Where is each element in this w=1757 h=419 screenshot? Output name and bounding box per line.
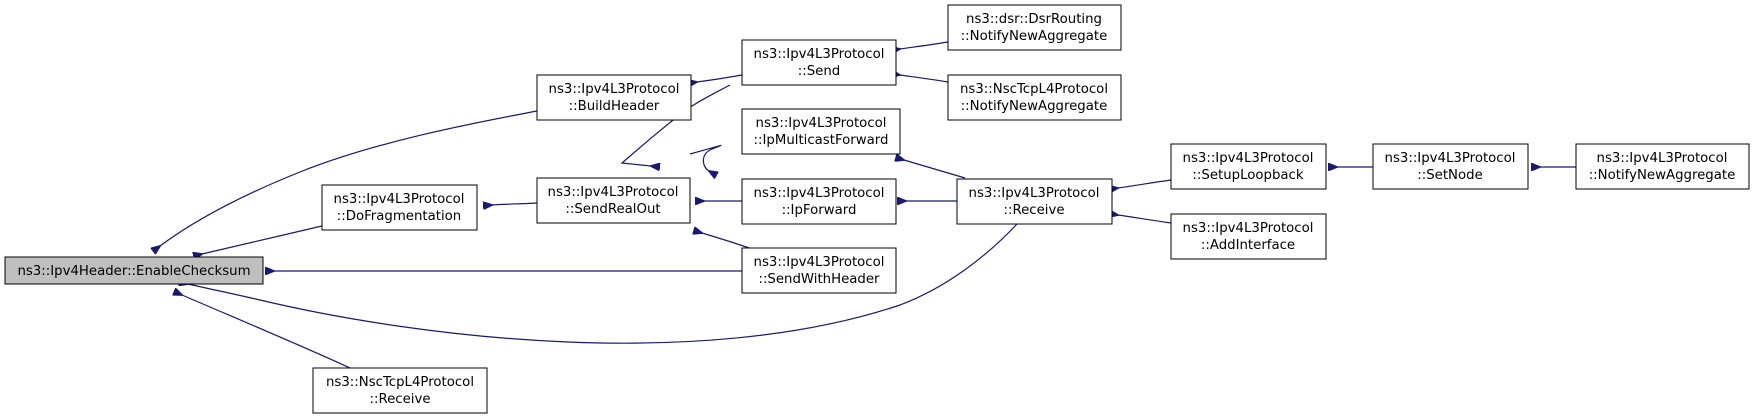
node-build-header[interactable]: ns3::Ipv4L3Protocol ::BuildHeader	[536, 74, 692, 121]
node-send-real-out-line-2: ::SendRealOut	[565, 202, 660, 217]
edge-send-build_header	[697, 74, 743, 82]
node-set-node-line-1: ns3::Ipv4L3Protocol	[1385, 151, 1516, 166]
node-send-line-2: ::Send	[798, 64, 840, 79]
node-nsc-notify-line-1: ns3::NscTcpL4Protocol	[960, 82, 1108, 97]
node-enable-checksum[interactable]: ns3::Ipv4Header::EnableChecksum	[4, 256, 264, 285]
edge-receive-enable_checksum	[188, 223, 1018, 344]
node-nsc-notify[interactable]: ns3::NscTcpL4Protocol ::NotifyNewAggrega…	[947, 74, 1122, 121]
node-dsr-notify[interactable]: ns3::dsr::DsrRouting ::NotifyNewAggregat…	[947, 4, 1122, 51]
edge-nsc_receive-enable_checksum	[182, 295, 351, 369]
node-send[interactable]: ns3::Ipv4L3Protocol ::Send	[741, 39, 897, 86]
edge-add_interface-receive	[1118, 215, 1172, 224]
node-ip-forward-line-2: ::IpForward	[782, 203, 857, 218]
node-set-node[interactable]: ns3::Ipv4L3Protocol ::SetNode	[1372, 143, 1529, 190]
node-send-with-header-line-2: ::SendWithHeader	[758, 272, 880, 287]
node-do-fragmentation-line-2: ::DoFragmentation	[337, 209, 461, 224]
node-ip-forward-line-1: ns3::Ipv4L3Protocol	[754, 186, 885, 201]
node-ipv4l3-notify-line-2: ::NotifyNewAggregate	[1589, 168, 1736, 183]
node-dsr-notify-line-1: ns3::dsr::DsrRouting	[966, 12, 1102, 27]
edge-receive-ip_multicast_forward	[904, 160, 966, 179]
node-do-fragmentation-line-1: ns3::Ipv4L3Protocol	[334, 192, 465, 207]
node-setup-loopback[interactable]: ns3::Ipv4L3Protocol ::SetupLoopback	[1170, 143, 1327, 190]
node-ipv4l3-notify[interactable]: ns3::Ipv4L3Protocol ::NotifyNewAggregate	[1575, 143, 1750, 190]
node-dsr-notify-line-2: ::NotifyNewAggregate	[961, 29, 1108, 44]
node-nsc-notify-line-2: ::NotifyNewAggregate	[961, 99, 1108, 114]
node-add-interface-line-2: ::AddInterface	[1201, 238, 1295, 253]
node-ip-multicast-forward-line-2: ::IpMulticastForward	[754, 133, 889, 148]
nodes: ns3::Ipv4Header::EnableChecksum ns3::Ipv…	[4, 4, 1750, 414]
edge-setup_loopback-receive	[1118, 179, 1172, 188]
node-receive[interactable]: ns3::Ipv4L3Protocol ::Receive	[956, 178, 1113, 225]
node-set-node-line-2: ::SetNode	[1417, 168, 1483, 183]
edge-do_fragmentation-enable_checksum	[202, 225, 323, 254]
node-ip-multicast-forward-line-1: ns3::Ipv4L3Protocol	[756, 116, 887, 131]
edge-nsc_notify-send	[900, 75, 949, 83]
node-send-real-out-line-1: ns3::Ipv4L3Protocol	[548, 185, 679, 200]
node-add-interface[interactable]: ns3::Ipv4L3Protocol ::AddInterface	[1170, 213, 1327, 260]
edge-send_real_out-do_fragmentation	[492, 203, 538, 205]
node-build-header-line-2: ::BuildHeader	[569, 99, 660, 114]
node-setup-loopback-line-2: ::SetupLoopback	[1192, 168, 1303, 183]
edge-dsr_notify-send	[900, 41, 949, 49]
node-nsc-receive-line-2: ::Receive	[369, 392, 430, 407]
node-send-line-1: ns3::Ipv4L3Protocol	[754, 47, 885, 62]
node-receive-line-2: ::Receive	[1003, 203, 1064, 218]
edge-ip_multicast_forward-send_real_out	[689, 144, 722, 171]
edges	[160, 41, 1576, 369]
node-receive-line-1: ns3::Ipv4L3Protocol	[969, 186, 1100, 201]
node-ipv4l3-notify-line-1: ns3::Ipv4L3Protocol	[1597, 151, 1728, 166]
node-enable-checksum-line-1: ns3::Ipv4Header::EnableChecksum	[17, 264, 250, 279]
node-send-with-header[interactable]: ns3::Ipv4L3Protocol ::SendWithHeader	[741, 247, 897, 294]
node-setup-loopback-line-1: ns3::Ipv4L3Protocol	[1183, 151, 1314, 166]
node-ip-multicast-forward[interactable]: ns3::Ipv4L3Protocol ::IpMulticastForward	[741, 108, 901, 155]
edge-send_with_header-send_real_out	[702, 233, 753, 250]
edge-build_header-enable_checksum	[160, 110, 538, 246]
node-build-header-line-1: ns3::Ipv4L3Protocol	[549, 82, 680, 97]
node-do-fragmentation[interactable]: ns3::Ipv4L3Protocol ::DoFragmentation	[321, 184, 478, 231]
node-send-with-header-line-1: ns3::Ipv4L3Protocol	[754, 255, 885, 270]
node-ip-forward[interactable]: ns3::Ipv4L3Protocol ::IpForward	[741, 178, 897, 225]
node-add-interface-line-1: ns3::Ipv4L3Protocol	[1183, 221, 1314, 236]
node-nsc-receive-line-1: ns3::NscTcpL4Protocol	[326, 375, 474, 390]
node-nsc-receive[interactable]: ns3::NscTcpL4Protocol ::Receive	[312, 367, 488, 414]
node-send-real-out[interactable]: ns3::Ipv4L3Protocol ::SendRealOut	[536, 177, 691, 224]
